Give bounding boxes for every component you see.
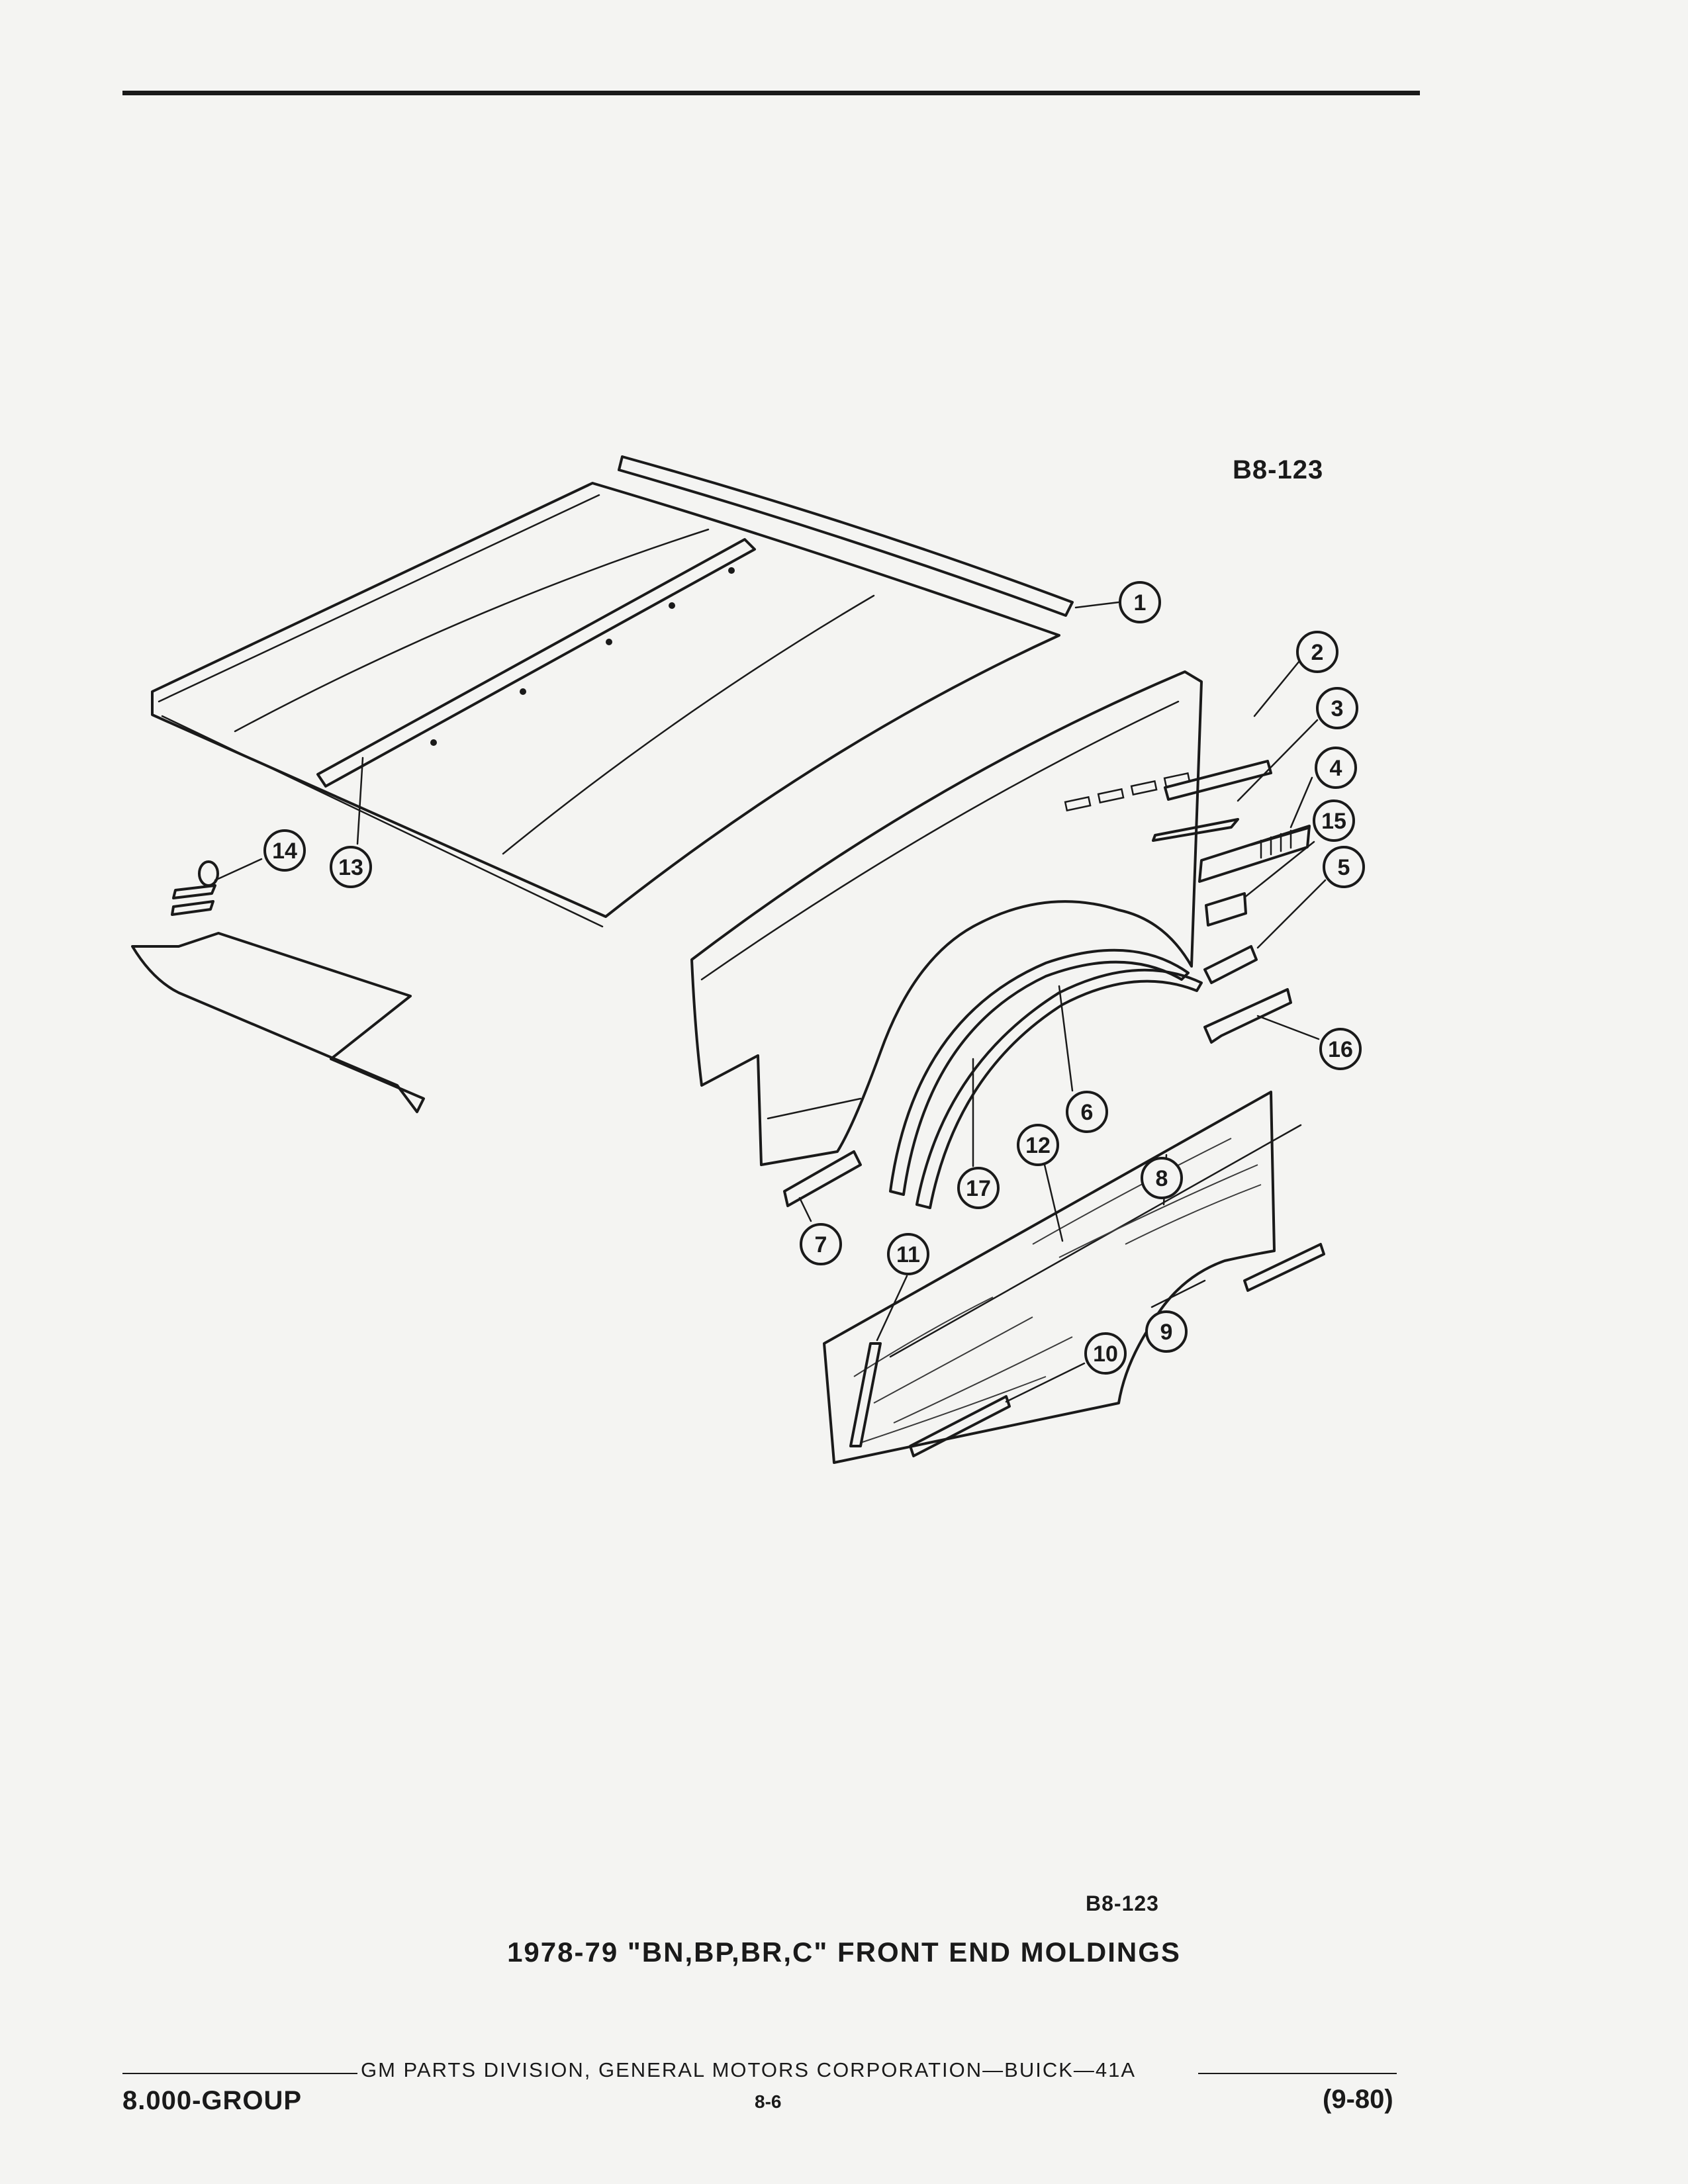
callout-13: 13 — [330, 846, 372, 888]
callout-3-label: 3 — [1331, 696, 1344, 721]
figure-caption: 1978-79 "BN,BP,BR,C" FRONT END MOLDINGS — [507, 1936, 1181, 1968]
callout-17-circle — [957, 1167, 1000, 1209]
callout-6-label: 6 — [1081, 1100, 1094, 1125]
wheel-opening-molding — [889, 948, 1190, 1196]
hood — [151, 482, 1060, 928]
callout-11-circle — [887, 1233, 929, 1275]
callout-9: 9 — [1145, 1310, 1188, 1353]
callout-14-label: 14 — [272, 839, 297, 864]
callout-9-circle — [1145, 1310, 1188, 1353]
callout-5-label: 5 — [1338, 855, 1350, 880]
callout-15-label: 15 — [1321, 809, 1346, 834]
callout-15-circle — [1313, 799, 1355, 842]
callout-1: 1 — [1119, 581, 1161, 623]
callout-16-label: 16 — [1328, 1037, 1353, 1062]
callout-3: 3 — [1316, 687, 1358, 729]
callout-14-circle — [263, 829, 306, 872]
applique-front-strip — [849, 1342, 882, 1447]
callout-10-circle — [1084, 1332, 1127, 1375]
leader-lines — [214, 601, 1327, 1403]
callout-4-circle — [1315, 747, 1357, 789]
nameplate — [1198, 825, 1311, 883]
callout-14: 14 — [263, 829, 306, 872]
callout-16: 16 — [1319, 1028, 1362, 1070]
figure-id-bottom: B8-123 — [1086, 1891, 1159, 1915]
callout-11-label: 11 — [896, 1242, 920, 1267]
front-lower-molding — [909, 1395, 1011, 1457]
top-rule — [122, 91, 1420, 95]
callout-12-label: 12 — [1025, 1133, 1051, 1158]
callout-7-label: 7 — [815, 1232, 827, 1257]
callout-10: 10 — [1084, 1332, 1127, 1375]
callout-16-circle — [1319, 1028, 1362, 1070]
footer-rule-left — [122, 2073, 357, 2074]
callout-8: 8 — [1141, 1157, 1183, 1199]
ventiport-molding — [1164, 760, 1272, 801]
callout-9-label: 9 — [1160, 1320, 1173, 1345]
footer-group: 8.000-GROUP — [122, 2086, 303, 2115]
fender-upper-molding — [1152, 818, 1239, 842]
footer-rule-right — [1198, 2073, 1397, 2074]
callout-2-circle — [1296, 631, 1338, 673]
footer-date: (9-80) — [1323, 2085, 1393, 2114]
callout-7: 7 — [800, 1223, 842, 1265]
callout-12-circle — [1017, 1124, 1059, 1166]
rear-lower-molding — [1243, 1243, 1325, 1292]
callout-10-label: 10 — [1093, 1342, 1118, 1367]
callout-17-label: 17 — [966, 1176, 991, 1201]
fender-emblem — [1205, 892, 1247, 927]
callout-7-circle — [800, 1223, 842, 1265]
footer-credit: GM PARTS DIVISION, GENERAL MOTORS CORPOR… — [361, 2058, 1137, 2081]
callout-4: 4 — [1315, 747, 1357, 789]
hood-ornament — [171, 860, 219, 916]
fender-lower-molding — [783, 1150, 862, 1207]
front-fender — [690, 670, 1203, 1166]
callout-13-circle — [330, 846, 372, 888]
callout-1-label: 1 — [1134, 590, 1147, 615]
callout-12: 12 — [1017, 1124, 1059, 1166]
woodgrain-applique — [823, 1091, 1302, 1464]
callout-11: 11 — [887, 1233, 929, 1275]
figure-id-top: B8-123 — [1233, 455, 1324, 484]
wheel-opening-lower-molding — [915, 968, 1203, 1209]
hood-rear-molding — [618, 455, 1074, 617]
fender-vent-ports — [1064, 772, 1191, 812]
callout-3-circle — [1316, 687, 1358, 729]
callout-2-label: 2 — [1311, 640, 1324, 665]
callout-5: 5 — [1323, 846, 1365, 888]
side-marker-lens — [1203, 945, 1258, 984]
footer-page-number: 8-6 — [755, 2091, 782, 2112]
callout-5-circle — [1323, 846, 1365, 888]
rear-lower-bracket — [1203, 988, 1292, 1044]
front-panel-section — [131, 932, 425, 1113]
callout-1-circle — [1119, 581, 1161, 623]
callout-6: 6 — [1066, 1091, 1108, 1133]
callout-15: 15 — [1313, 799, 1355, 842]
callout-17: 17 — [957, 1167, 1000, 1209]
callout-13-label: 13 — [338, 855, 363, 880]
callout-6-circle — [1066, 1091, 1108, 1133]
callout-2: 2 — [1296, 631, 1338, 673]
callout-8-circle — [1141, 1157, 1183, 1199]
callout-4-label: 4 — [1330, 756, 1342, 781]
hood-center-strip — [316, 538, 756, 788]
callout-8-label: 8 — [1156, 1166, 1168, 1191]
